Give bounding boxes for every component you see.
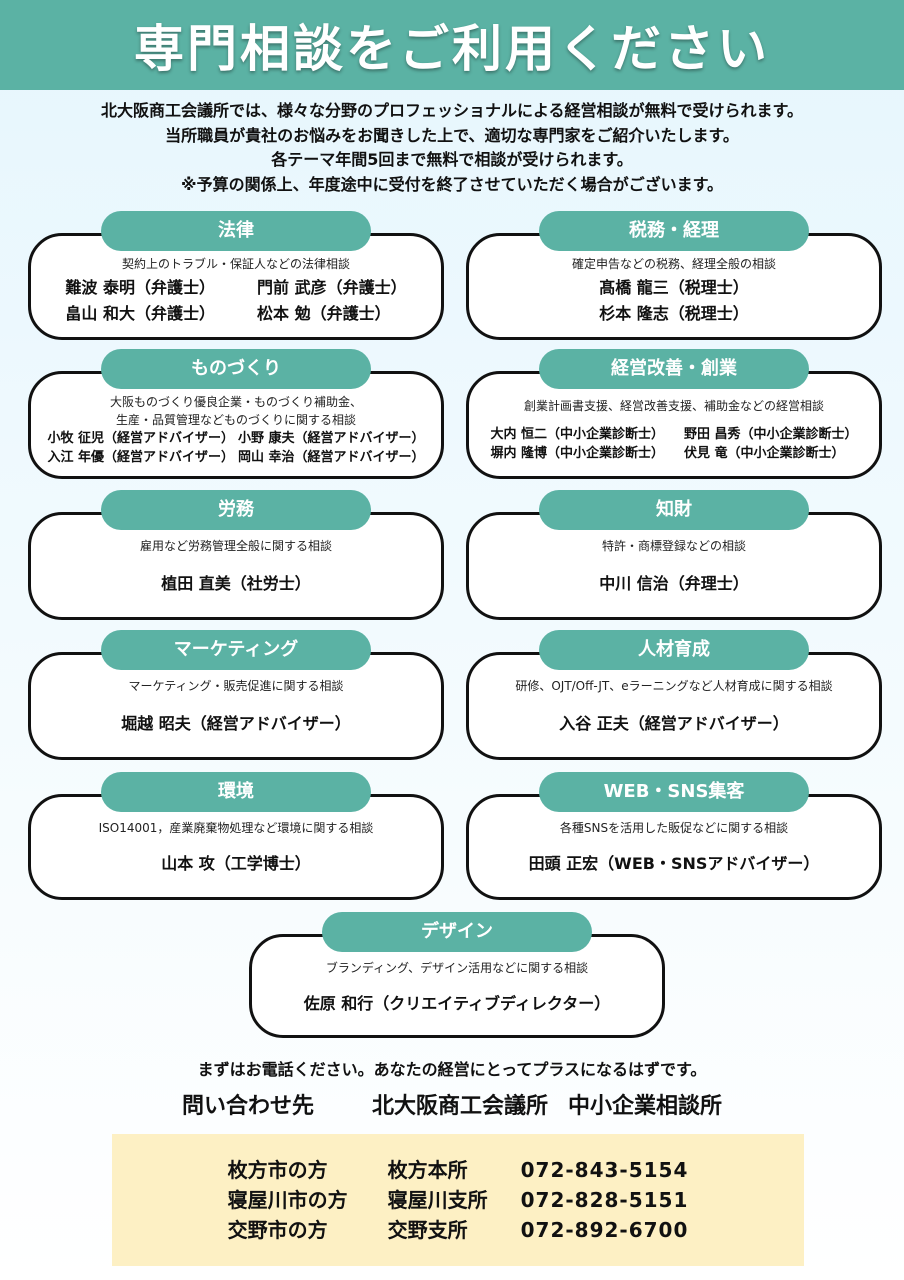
card-description: 特許・商標登録などの相談 — [601, 539, 746, 553]
card-frame — [466, 371, 882, 479]
expert-name: 堀越 昭夫（経営アドバイザー） — [121, 714, 351, 733]
card-description: 生産・品質管理などものづくりに関する相談 — [115, 413, 356, 427]
card-law: 法律 契約上のトラブル・保証人などの法律相談 難波 泰明（弁護士） 門前 武彦（… — [28, 211, 444, 340]
contact-office: 寝屋川支所 — [387, 1188, 488, 1212]
card-frame — [28, 512, 444, 620]
intro-line: 各テーマ年間5回まで無料で相談が受けられます。 — [271, 150, 633, 169]
card-marketing: マーケティング マーケティング・販売促進に関する相談 堀越 昭夫（経営アドバイザ… — [28, 630, 444, 760]
contact-phone: 072-892-6700 — [520, 1218, 689, 1242]
card-frame — [28, 652, 444, 760]
card-description: 雇用など労務管理全般に関する相談 — [139, 539, 332, 553]
contact-area: 交野市の方 — [227, 1218, 328, 1242]
expert-name: 入谷 正夫（経営アドバイザー） — [559, 714, 789, 733]
intro-line: 北大阪商工会議所では、様々な分野のプロフェッショナルによる経営相談が無料で受けら… — [101, 101, 803, 120]
card-title: 知財 — [539, 490, 809, 530]
card-title: デザイン — [322, 912, 592, 952]
expert-name: 植田 直美（社労士） — [161, 574, 311, 593]
page-header: 専門相談をご利用ください — [0, 0, 904, 90]
card-design: デザイン ブランディング、デザイン活用などに関する相談 佐原 和行（クリエイティ… — [249, 912, 665, 1038]
contact-office: 交野支所 — [387, 1218, 468, 1242]
contact-phone: 072-843-5154 — [520, 1158, 689, 1182]
card-description: 各種SNSを活用した販促などに関する相談 — [559, 821, 789, 835]
card-description: 大阪ものづくり優良企業・ものづくり補助金、 — [109, 395, 362, 409]
card-environment: 環境 ISO14001，産業廃棄物処理など環境に関する相談 山本 攻（工学博士） — [28, 772, 444, 900]
expert-name: 小野 康夫（経営アドバイザー） — [238, 431, 425, 446]
contact-heading: 問い合わせ先 北大阪商工会議所 中小企業相談所 — [0, 1088, 904, 1120]
expert-name: 大内 恒二（中小企業診断士） — [490, 427, 664, 442]
intro-text: 北大阪商工会議所では、様々な分野のプロフェッショナルによる経営相談が無料で受けら… — [0, 99, 904, 197]
intro-line: 当所職員が貴社のお悩みをお聞きした上で、適切な専門家をご紹介いたします。 — [165, 125, 739, 145]
intro-line: ※予算の関係上、年度途中に受付を終了させていただく場合がございます。 — [181, 174, 723, 194]
card-description: 確定申告などの税務、経理全般の相談 — [571, 257, 776, 271]
expert-name: 畠山 和大（弁護士） — [65, 304, 215, 323]
card-title: 環境 — [101, 772, 371, 812]
contact-table: 枚方市の方 枚方本所 072-843-5154 寝屋川市の方 寝屋川支所 072… — [228, 1155, 689, 1245]
expert-name: 難波 泰明（弁護士） — [65, 278, 215, 297]
expert-name: 入江 年優（経営アドバイザー） — [47, 450, 234, 465]
page-title: 専門相談をご利用ください — [134, 20, 770, 78]
card-tax: 税務・経理 確定申告などの税務、経理全般の相談 髙橋 龍三（税理士） 杉本 隆志… — [466, 211, 882, 340]
expert-name: 門前 武彦（弁護士） — [257, 278, 407, 297]
contact-area: 枚方市の方 — [227, 1158, 328, 1182]
expert-name: 髙橋 龍三（税理士） — [599, 278, 749, 297]
contact-area: 寝屋川市の方 — [227, 1188, 348, 1212]
card-title: 税務・経理 — [539, 211, 809, 251]
card-hr-development: 人材育成 研修、OJT/Off-JT、eラーニングなど人材育成に関する相談 入谷… — [466, 630, 882, 760]
expert-name: 野田 昌秀（中小企業診断士） — [684, 427, 858, 442]
expert-name: 田頭 正宏（WEB・SNSアドバイザー） — [528, 854, 820, 873]
card-description: ブランディング、デザイン活用などに関する相談 — [325, 961, 589, 975]
expert-name: 松本 勉（弁護士） — [257, 304, 391, 323]
expert-name: 中川 信治（弁理士） — [599, 574, 749, 593]
card-title: 労務 — [101, 490, 371, 530]
expert-name: 塀内 隆博（中小企業診断士） — [490, 446, 664, 461]
card-description: ISO14001，産業廃棄物処理など環境に関する相談 — [98, 821, 374, 835]
expert-name: 小牧 征児（経営アドバイザー） — [47, 431, 234, 446]
department-name: 中小企業相談所 — [568, 1094, 723, 1119]
contact-office: 枚方本所 — [387, 1158, 468, 1182]
card-title: WEB・SNS集客 — [539, 772, 809, 812]
card-management-improvement: 経営改善・創業 創業計画書支援、経営改善支援、補助金などの経営相談 大内 恒二（… — [466, 349, 882, 479]
expert-name: 岡山 幸治（経営アドバイザー） — [238, 450, 425, 465]
expert-name: 佐原 和行（クリエイティブディレクター） — [303, 994, 611, 1013]
contact-phone: 072-828-5151 — [520, 1188, 689, 1212]
card-title: マーケティング — [101, 630, 371, 670]
card-web-sns: WEB・SNS集客 各種SNSを活用した販促などに関する相談 田頭 正宏（WEB… — [466, 772, 882, 900]
expert-name: 杉本 隆志（税理士） — [599, 304, 749, 323]
expert-name: 山本 攻（工学博士） — [161, 854, 311, 873]
expert-name: 伏見 竜（中小企業診断士） — [684, 446, 845, 461]
organization-name: 北大阪商工会議所 — [371, 1094, 548, 1119]
card-monozukuri: ものづくり 大阪ものづくり優良企業・ものづくり補助金、 生産・品質管理などものづ… — [28, 349, 444, 479]
card-description: マーケティング・販売促進に関する相談 — [128, 679, 344, 693]
contact-row: 寝屋川市の方 寝屋川支所 072-828-5151 — [228, 1185, 689, 1215]
card-title: 法律 — [101, 211, 371, 251]
card-intellectual-property: 知財 特許・商標登録などの相談 中川 信治（弁理士） — [466, 490, 882, 620]
contact-row: 交野市の方 交野支所 072-892-6700 — [228, 1215, 689, 1245]
card-description: 研修、OJT/Off-JT、eラーニングなど人材育成に関する相談 — [515, 679, 833, 693]
card-title: ものづくり — [101, 349, 371, 389]
contact-label: 問い合わせ先 — [181, 1094, 314, 1119]
card-labor: 労務 雇用など労務管理全般に関する相談 植田 直美（社労士） — [28, 490, 444, 620]
card-title: 経営改善・創業 — [539, 349, 809, 389]
card-title: 人材育成 — [539, 630, 809, 670]
card-frame — [28, 371, 444, 479]
contact-row: 枚方市の方 枚方本所 072-843-5154 — [228, 1155, 689, 1185]
closing-message: まずはお電話ください。あなたの経営にとってプラスになるはずです。 — [197, 1060, 707, 1079]
card-description: 創業計画書支援、経営改善支援、補助金などの経営相談 — [523, 399, 824, 413]
contact-box: 枚方市の方 枚方本所 072-843-5154 寝屋川市の方 寝屋川支所 072… — [112, 1134, 804, 1266]
card-description: 契約上のトラブル・保証人などの法律相談 — [121, 257, 350, 271]
